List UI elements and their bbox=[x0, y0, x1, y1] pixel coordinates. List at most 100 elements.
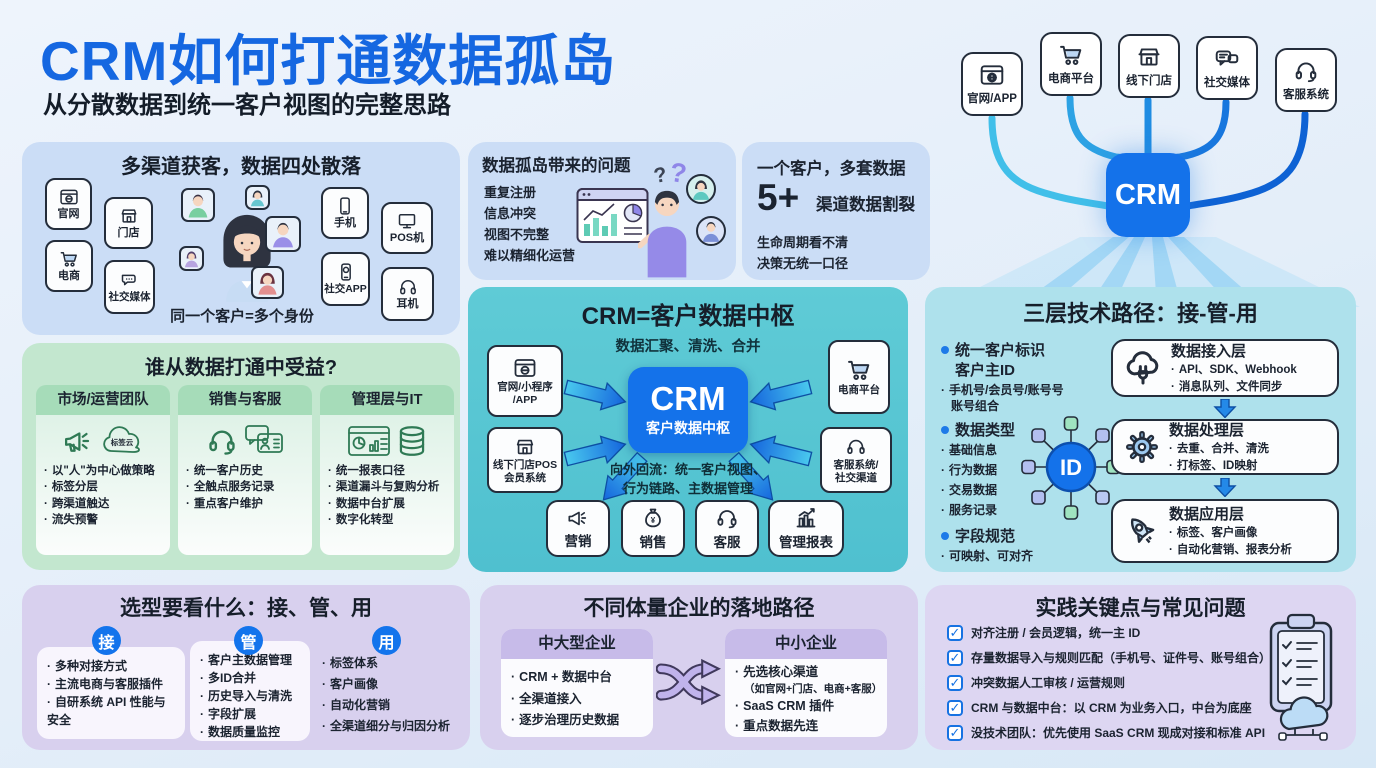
source-box-phone: 手机 bbox=[321, 187, 369, 239]
selection-bullet: 全渠道细分与归因分析 bbox=[322, 716, 462, 737]
panel-title: 不同体量企业的落地路径 bbox=[583, 597, 815, 620]
card-large-enterprise: 中大型企业 CRM + 数据中台 全渠道接入 逐步治理历史数据 bbox=[501, 629, 653, 737]
benefit-column-sales-service: 销售与客服 统一客户历史 bbox=[178, 385, 312, 555]
moneybag-icon: ¥ bbox=[645, 508, 661, 528]
tech-note: 可映射、可对齐 bbox=[941, 547, 1033, 564]
problem-bullet: 视图不完整 bbox=[484, 227, 550, 242]
channel-label: 客服系统 bbox=[1283, 89, 1329, 101]
swap-arrows-icon bbox=[656, 658, 722, 706]
tech-note: 手机号/会员号/账号号 bbox=[941, 381, 1064, 398]
hub-subtitle: 数据汇聚、清洗、合并 bbox=[615, 339, 761, 355]
hub-source-label: 社交渠道 bbox=[835, 472, 877, 484]
customer-avatar bbox=[696, 216, 726, 246]
benefit-bullet: 流失预警 bbox=[44, 512, 162, 528]
output-label: 营销 bbox=[564, 534, 592, 549]
report-dashboard-icon bbox=[348, 426, 390, 456]
path-bullet-note: （如官网+门店、电商+客服） bbox=[744, 682, 883, 695]
panel-beneficiaries: 谁从数据打通中受益? 市场/运营团队 标签云 以"人"为中心做策略 标签分层 跨… bbox=[22, 343, 460, 570]
tech-sub-bullet: 基础信息 bbox=[941, 441, 997, 458]
identity-caption: 同一个客户=多个身份 bbox=[170, 308, 314, 325]
output-box-reports: 管理报表 bbox=[768, 500, 844, 557]
practice-item: ✓ 存量数据导入与规则匹配（手机号、证件号、账号组合） bbox=[947, 650, 1327, 666]
app-icon bbox=[340, 263, 351, 282]
layer-bullet: 消息队列、文件同步 bbox=[1171, 379, 1297, 396]
cloud-plug-icon bbox=[1126, 351, 1159, 385]
panel-title: 多渠道获客，数据四处散落 bbox=[121, 156, 361, 178]
tech-sub-bullet: 行为数据 bbox=[941, 461, 997, 478]
selection-bullet: 自研系统 API 性能与安全 bbox=[47, 693, 175, 729]
crm-center-subtitle: 客户数据中枢 bbox=[646, 420, 730, 436]
person-illustration bbox=[638, 190, 687, 278]
layer-box-process: 数据处理层 去重、合并、清洗 打标签、ID映射 bbox=[1111, 419, 1339, 475]
selection-bullet: 客户主数据管理 bbox=[200, 651, 300, 669]
selection-bullet: 字段扩展 bbox=[200, 705, 300, 723]
cart-icon bbox=[1060, 45, 1082, 65]
selection-bullet: 标签体系 bbox=[322, 653, 462, 674]
channel-box-store: 线下门店 bbox=[1118, 34, 1180, 98]
page-subtitle: 从分散数据到统一客户视图的完整思路 bbox=[43, 92, 451, 119]
path-bullet: 全渠道接入 bbox=[511, 689, 643, 711]
tag-cloud-label: 标签云 bbox=[110, 437, 134, 447]
tech-item-title: 数据类型 bbox=[941, 419, 1015, 440]
source-box-social-app: 社交APP bbox=[321, 252, 370, 306]
benefit-bullet: 统一报表口径 bbox=[328, 463, 446, 479]
channel-box-service: 客服系统 bbox=[1275, 48, 1337, 112]
database-icon bbox=[399, 426, 425, 456]
panel-title: 数据孤岛带来的问题 bbox=[482, 157, 631, 175]
output-box-service: 客服 bbox=[695, 500, 759, 557]
panel-rollout-paths: 不同体量企业的落地路径 中大型企业 CRM + 数据中台 全渠道接入 逐步治理历… bbox=[480, 585, 918, 750]
output-box-marketing: 营销 bbox=[546, 500, 610, 557]
selection-list-use: 标签体系 客户画像 自动化营销 全渠道细分与归因分析 bbox=[322, 653, 462, 737]
chat-bubbles-icon bbox=[1215, 50, 1239, 66]
badge-connect: 接 bbox=[92, 626, 121, 655]
source-label: 电商 bbox=[58, 270, 80, 283]
cart-icon bbox=[848, 361, 870, 381]
megaphone-icon bbox=[65, 432, 90, 452]
monitor-icon bbox=[398, 214, 416, 229]
channel-label: 电商平台 bbox=[1048, 73, 1094, 85]
source-label: POS机 bbox=[389, 232, 425, 245]
source-label: 社交APP bbox=[324, 283, 367, 296]
problem-bullet: 难以精细化运营 bbox=[484, 248, 576, 263]
benefit-bullet: 全触点服务记录 bbox=[186, 479, 304, 495]
crm-center-title: CRM bbox=[650, 380, 726, 417]
tag-cloud-icon: 标签云 bbox=[103, 426, 140, 453]
browser-icon bbox=[514, 359, 536, 377]
store-icon bbox=[516, 439, 534, 455]
practice-text: 冲突数据人工审核 / 运营规则 bbox=[971, 676, 1126, 690]
panel-title: 一个客户，多套数据 bbox=[757, 160, 906, 178]
panel-title: 谁从数据打通中受益? bbox=[144, 357, 338, 379]
layer-title: 数据处理层 bbox=[1169, 422, 1245, 440]
card-header: 中大型企业 bbox=[501, 629, 653, 659]
identity-avatar bbox=[251, 266, 284, 299]
panel-practice: 实践关键点与常见问题 ✓ 对齐注册 / 会员逻辑，统一主 ID ✓ 存量数据导入… bbox=[925, 585, 1356, 750]
contact-card-icon bbox=[245, 425, 283, 453]
panel-title: 选型要看什么：接、管、用 bbox=[120, 597, 372, 620]
hub-source-website: 官网/小程序 /APP bbox=[487, 345, 563, 417]
hub-source-label: 客服系统/ bbox=[833, 458, 879, 471]
tech-note: 账号组合 bbox=[951, 399, 1000, 413]
benefit-bullet: 标签分层 bbox=[44, 479, 162, 495]
megaphone-icon bbox=[568, 511, 587, 526]
source-box-website: 官网 bbox=[45, 178, 92, 230]
source-label: 耳机 bbox=[396, 298, 419, 311]
card-header: 中小企业 bbox=[725, 629, 887, 659]
cart-icon bbox=[60, 252, 77, 267]
id-hub-graphic: ID bbox=[1021, 416, 1121, 520]
panel-selection: 选型要看什么：接、管、用 接 管 用 多种对接方式 主流电商与客服插件 自研系统… bbox=[22, 585, 470, 750]
identity-avatar bbox=[245, 185, 270, 210]
crm-center-box: CRM 客户数据中枢 bbox=[628, 367, 748, 453]
tech-item-title: 统一客户标识 bbox=[941, 339, 1045, 360]
benefit-bullet: 数字化转型 bbox=[328, 512, 446, 528]
headset-icon bbox=[209, 430, 235, 455]
hub-source-service-social: 客服系统/ 社交渠道 bbox=[820, 427, 892, 493]
channel-label: 官网/APP bbox=[967, 93, 1017, 105]
practice-item: ✓ CRM 与数据中台：以 CRM 为业务入口，中台为底座 bbox=[947, 700, 1327, 716]
down-arrow-icon bbox=[1213, 478, 1237, 497]
hub-source-ecommerce: 电商平台 bbox=[828, 340, 890, 414]
path-bullet: 重点数据先连 bbox=[735, 716, 877, 736]
gear-icon bbox=[1126, 431, 1158, 463]
down-arrow-icon bbox=[1213, 399, 1237, 418]
dashboard-illustration bbox=[576, 188, 649, 243]
selection-bullet: 多ID合并 bbox=[200, 669, 300, 687]
